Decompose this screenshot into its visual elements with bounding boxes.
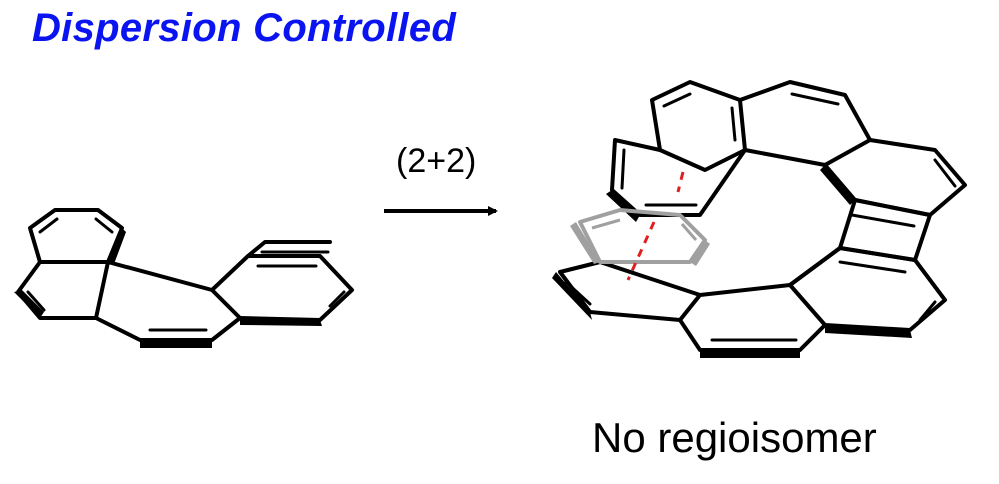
product-wedge-bonds bbox=[552, 165, 912, 358]
scheme-title: Dispersion Controlled bbox=[32, 6, 457, 50]
reactant-wedge-bonds bbox=[14, 228, 322, 348]
pi-stack-dashes bbox=[626, 171, 685, 281]
product-helicene-structure bbox=[558, 80, 967, 352]
faded-back-ring bbox=[578, 208, 707, 264]
faded-wedge bbox=[570, 222, 710, 266]
reaction-condition: (2+2) bbox=[396, 142, 477, 180]
product-caption: No regioisomer bbox=[592, 414, 877, 461]
